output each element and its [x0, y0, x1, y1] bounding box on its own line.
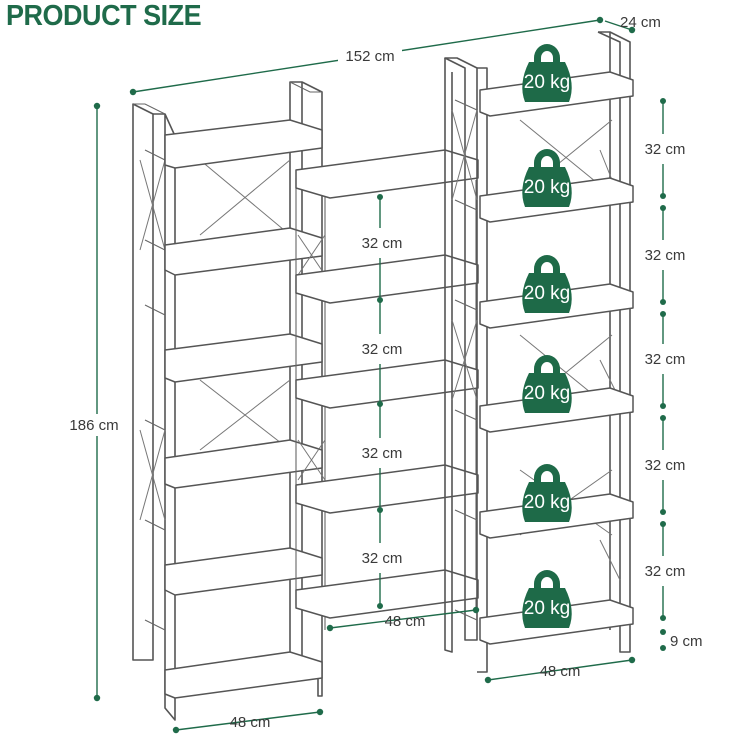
dimension-labels: 152 cm 24 cm 186 cm 48 cm 48 cm 48 cm 32… [60, 14, 703, 731]
height-label: 186 cm [69, 417, 118, 434]
middle-shelf-5 [295, 569, 479, 619]
weight-icon: 20 kg [522, 44, 572, 102]
bottom-clearance-label: 9 cm [670, 633, 703, 650]
right-spacing-1: 32 cm [645, 141, 686, 158]
weight-icon: 20 kg [522, 149, 572, 207]
weight-icon: 20 kg [522, 464, 572, 522]
depth-label: 24 cm [620, 14, 661, 31]
weight-label: 20 kg [524, 492, 570, 513]
middle-spacing-4: 32 cm [362, 550, 403, 567]
weight-label: 20 kg [524, 383, 570, 404]
right-spacing-5: 32 cm [645, 563, 686, 580]
middle-shelf-4 [295, 464, 479, 514]
middle-spacing-2: 32 cm [362, 341, 403, 358]
right-front-post [444, 57, 478, 641]
middle-shelf-2 [295, 254, 479, 304]
weight-label: 20 kg [524, 177, 570, 198]
total-width-label: 152 cm [345, 48, 394, 65]
right-spacing-3: 32 cm [645, 351, 686, 368]
left-shelf-1 [164, 119, 323, 169]
middle-spacing-1: 32 cm [362, 235, 403, 252]
left-back-x-brace [199, 159, 291, 451]
middle-width-label: 48 cm [385, 613, 426, 630]
right-width-label: 48 cm [540, 663, 581, 680]
weight-icon: 20 kg [522, 355, 572, 413]
weight-icons: 20 kg 20 kg 20 kg 20 kg 20 kg 20 kg [522, 44, 572, 628]
middle-shelf-unit [295, 149, 479, 630]
weight-icon: 20 kg [522, 255, 572, 313]
right-spacing-4: 32 cm [645, 457, 686, 474]
left-shelf-4 [164, 439, 323, 489]
weight-label: 20 kg [524, 72, 570, 93]
left-shelf-6 [164, 651, 323, 699]
left-shelf-unit [132, 81, 323, 721]
middle-shelf-3 [295, 359, 479, 409]
left-back-post-inner [301, 81, 323, 697]
weight-label: 20 kg [524, 283, 570, 304]
middle-shelf-1 [295, 149, 479, 199]
page-title: PRODUCT SIZE [6, 0, 202, 32]
left-shelf-2 [164, 227, 323, 276]
right-back-x-brace [519, 119, 613, 536]
weight-icon: 20 kg [522, 570, 572, 628]
weight-label: 20 kg [524, 598, 570, 619]
left-shelf-3 [164, 333, 323, 383]
middle-spacing-3: 32 cm [362, 445, 403, 462]
left-width-label: 48 cm [230, 714, 271, 731]
left-front-post [132, 103, 154, 661]
left-shelf-5 [164, 547, 323, 596]
right-spacing-2: 32 cm [645, 247, 686, 264]
